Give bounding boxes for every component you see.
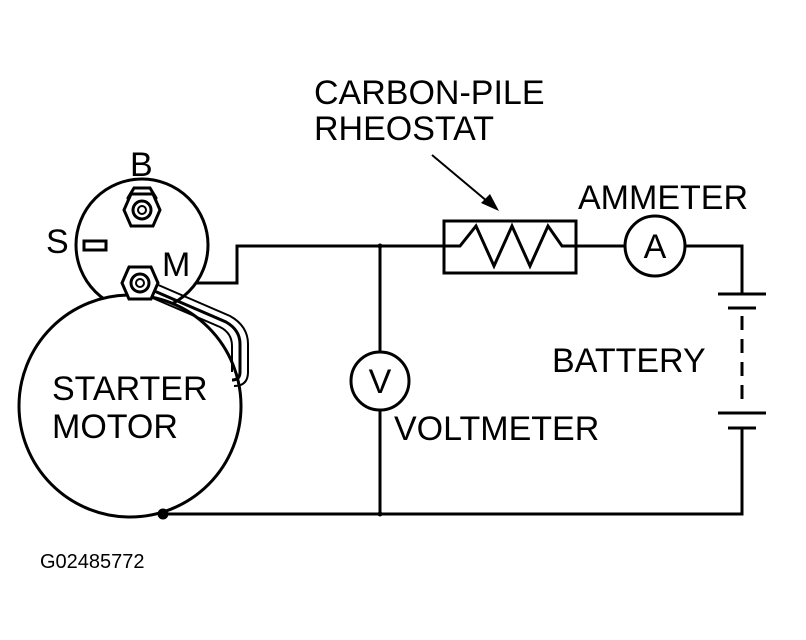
- terminal-s-label: S: [46, 223, 69, 261]
- junction-bottom: [377, 511, 383, 517]
- terminal-m-label: M: [162, 246, 190, 284]
- ammeter-symbol: A: [644, 228, 667, 266]
- ammeter-circle: [623, 214, 687, 278]
- voltmeter: V: [349, 350, 411, 412]
- rheostat-zigzag: [444, 222, 576, 270]
- rheostat-pointer-arrowhead: [481, 194, 499, 211]
- motor-strap-outer: [155, 283, 249, 387]
- starter-motor: [17, 177, 249, 520]
- battery-symbol: [718, 292, 766, 430]
- wire-ammeter-battery: [683, 244, 744, 296]
- terminal-b-label: B: [130, 146, 153, 184]
- circuit-wires: [160, 244, 744, 516]
- wire-battery-ground: [161, 426, 744, 516]
- voltmeter-symbol: V: [369, 363, 392, 401]
- figure-code: G02485772: [40, 551, 145, 573]
- terminal-b-nut: [122, 186, 162, 228]
- terminal-s-tab: [82, 239, 108, 252]
- wire-m-terminal: [160, 244, 446, 285]
- starter-label-line2: MOTOR: [52, 408, 178, 446]
- motor-strap-inner: [147, 295, 233, 372]
- ground-point: [157, 508, 169, 520]
- terminal-m-nut: [120, 265, 160, 301]
- voltmeter-label: VOLTMETER: [394, 410, 599, 448]
- ammeter-label: AMMETER: [578, 179, 748, 217]
- motor-strap: [151, 288, 242, 382]
- carbon-pile-rheostat: [431, 154, 578, 275]
- ammeter: A: [623, 214, 687, 278]
- junction-top: [377, 243, 383, 249]
- rheostat-label-line2: RHEOSTAT: [314, 110, 494, 148]
- rheostat-label-line1: CARBON-PILE: [314, 74, 545, 112]
- voltmeter-circle: [349, 350, 411, 412]
- rheostat-pointer-line: [431, 154, 495, 208]
- starter-label-line1: STARTER: [52, 370, 208, 408]
- battery-label: BATTERY: [552, 342, 706, 380]
